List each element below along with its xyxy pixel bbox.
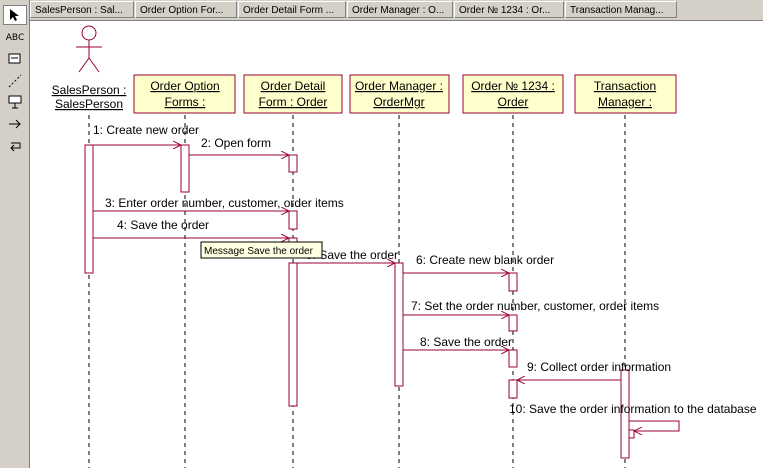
sequence-diagram: SalesPerson : SalesPerson Order Option F… [52, 25, 757, 468]
tab-order-detail-form[interactable]: Order Detail Form ... [238, 1, 346, 18]
activation-salesperson[interactable] [84, 144, 94, 274]
actor-label-line2: SalesPerson [55, 97, 123, 111]
activations [84, 144, 635, 459]
message-arrows [93, 145, 680, 431]
object-label-line1: Order Detail [261, 79, 326, 93]
tool-palette: ABC [0, 0, 30, 468]
object-label-line2: Order [498, 95, 529, 109]
object-box [462, 74, 564, 114]
message-icon[interactable] [3, 92, 27, 112]
object-label-line2: Forms : [165, 95, 206, 109]
object-box [349, 74, 450, 114]
activation-order-2[interactable] [508, 314, 518, 332]
object-box [574, 74, 677, 114]
note-icon[interactable] [3, 49, 27, 69]
tooltip: Message Save the order [200, 241, 323, 259]
activation-order-option-forms[interactable] [180, 144, 190, 193]
object-transaction-manager[interactable]: Transaction Manager : [574, 74, 677, 114]
message-6-label[interactable]: 6: Create new blank order [416, 253, 554, 267]
message-7-label[interactable]: 7: Set the order number, customer, order… [411, 299, 659, 313]
object-order-detail-form[interactable]: Order Detail Form : Order [243, 74, 343, 114]
object-order-1234[interactable]: Order № 1234 : Order [462, 74, 564, 114]
activation-order-4[interactable] [508, 379, 518, 399]
pointer-arrow-icon[interactable] [3, 5, 27, 25]
object-label-line1: Order Option [150, 79, 219, 93]
salesperson-actor[interactable]: SalesPerson : SalesPerson [52, 25, 127, 111]
message-4-label[interactable]: 4: Save the order [117, 218, 209, 232]
tooltip-text: Message Save the order [204, 246, 314, 257]
object-box [243, 74, 343, 114]
object-order-manager[interactable]: Order Manager : OrderMgr [349, 74, 450, 114]
tab-transaction-manager[interactable]: Transaction Manag... [565, 1, 677, 18]
message-labels: 1: Create new order 2: Open form 3: Ente… [93, 123, 757, 416]
activation-detail-form-4[interactable] [288, 262, 298, 407]
object-label-line1: Transaction [594, 79, 656, 93]
message-2-label[interactable]: 2: Open form [201, 136, 271, 150]
object-label-line2: OrderMgr [373, 95, 424, 109]
activation-order-manager[interactable] [394, 262, 404, 387]
actor-right-leg [88, 57, 100, 73]
object-tab-bar: SalesPerson : Sal... Order Option For...… [30, 0, 763, 21]
message-1-label[interactable]: 1: Create new order [93, 123, 199, 137]
actor-label-line1: SalesPerson : [52, 83, 127, 97]
activation-order-3[interactable] [508, 349, 518, 368]
object-label-line1: Order № 1234 : [471, 79, 555, 93]
object-order-option-forms[interactable]: Order Option Forms : [133, 74, 236, 114]
message-10-label[interactable]: 10: Save the order information to the da… [509, 402, 757, 416]
arrow-right-icon[interactable] [3, 114, 27, 134]
object-label-line2: Form : Order [259, 95, 328, 109]
tab-salesperson[interactable]: SalesPerson : Sal... [30, 1, 134, 18]
activation-detail-form-1[interactable] [288, 154, 298, 173]
message-3-label[interactable]: 3: Enter order number, customer, order i… [105, 196, 344, 210]
tab-order-option-forms[interactable]: Order Option For... [135, 1, 237, 18]
return-arrow-icon[interactable] [3, 136, 27, 156]
text-tool[interactable]: ABC [5, 33, 25, 43]
activation-transaction-manager[interactable] [620, 369, 630, 459]
message-10-arrow[interactable] [629, 420, 680, 431]
diagram-canvas[interactable]: SalesPerson : SalesPerson Order Option F… [30, 20, 763, 468]
dashed-line-icon[interactable] [3, 71, 27, 91]
message-9-label[interactable]: 9: Collect order information [527, 360, 671, 374]
actor-head [81, 25, 97, 41]
tooltip-box [200, 241, 323, 259]
message-8-label[interactable]: 8: Save the order [420, 335, 512, 349]
message-5-label[interactable]: 5: Save the order [306, 248, 398, 262]
object-label-line2: Manager : [598, 95, 652, 109]
activation-detail-form-2[interactable] [288, 210, 298, 230]
activation-transaction-manager-self[interactable] [628, 429, 635, 439]
activation-order-1[interactable] [508, 272, 518, 292]
tab-order-1234[interactable]: Order № 1234 : Or... [454, 1, 564, 18]
object-box [133, 74, 236, 114]
actor-left-leg [78, 57, 90, 73]
tab-order-manager[interactable]: Order Manager : O... [347, 1, 453, 18]
object-label-line1: Order Manager : [355, 79, 443, 93]
